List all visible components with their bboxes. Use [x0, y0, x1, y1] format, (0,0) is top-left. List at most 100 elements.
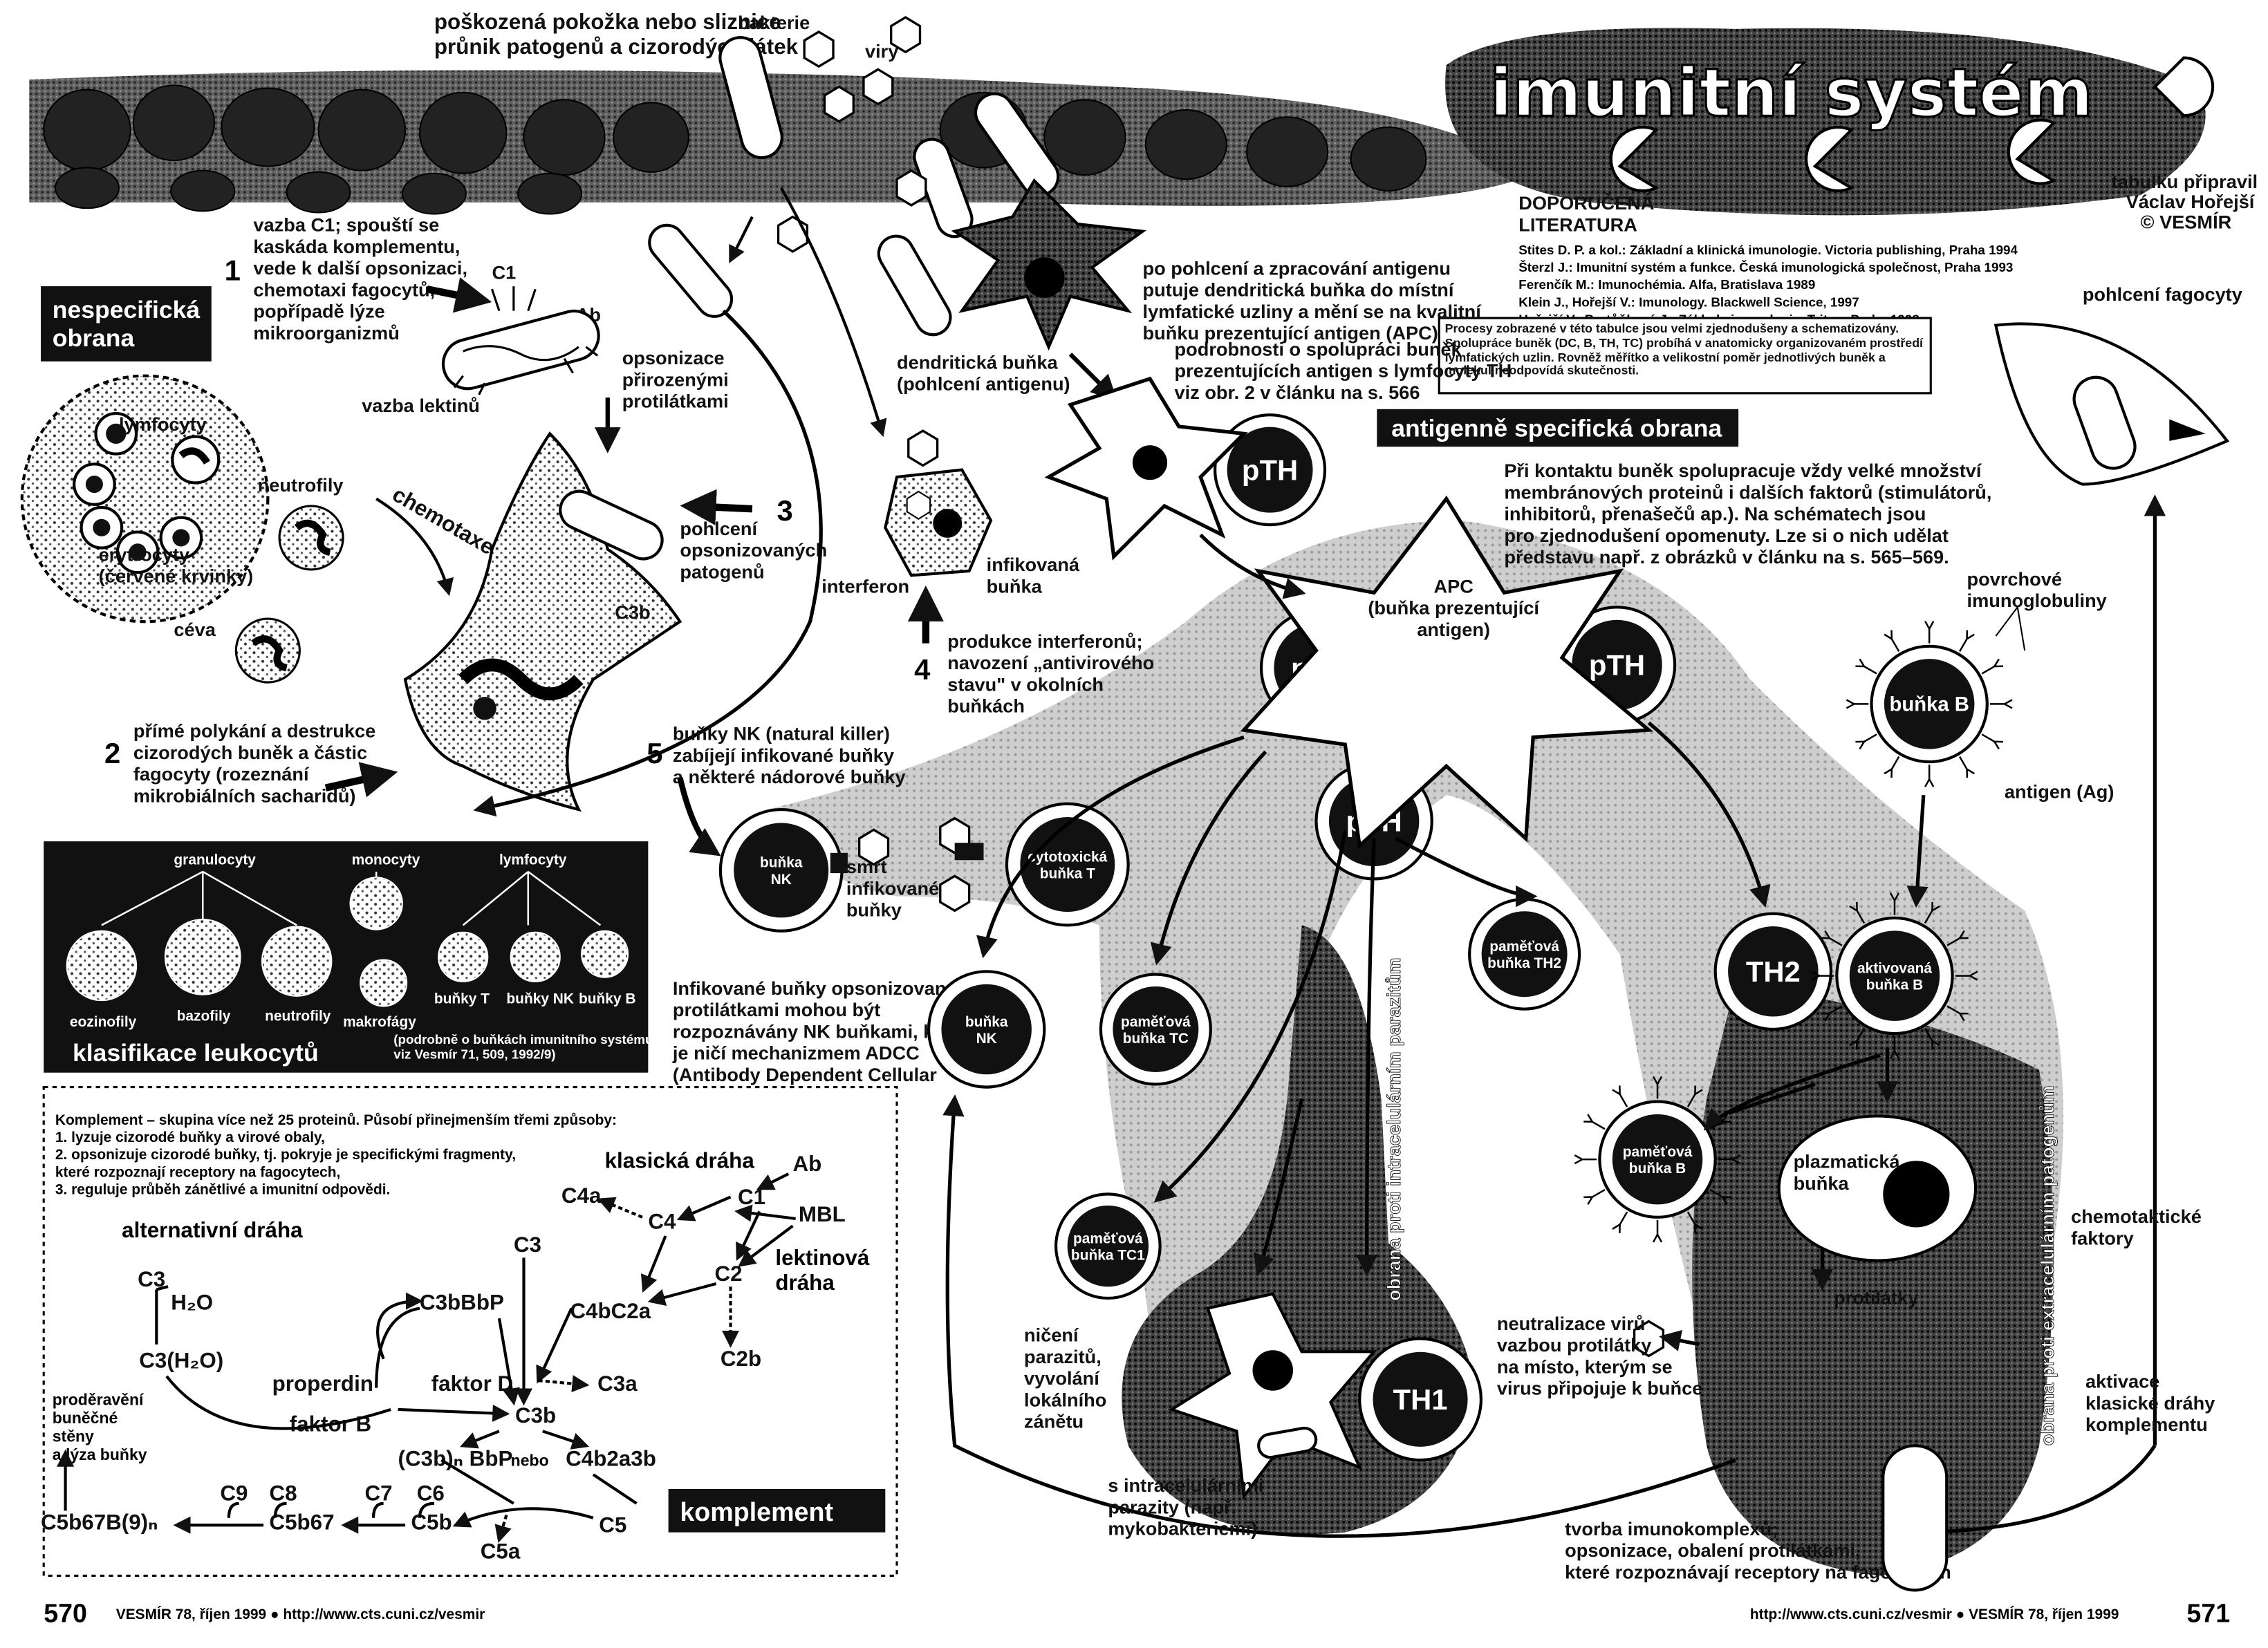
c4bc2a-node: C4bC2a: [570, 1299, 651, 1323]
complement-arrows: [57, 1172, 796, 1543]
erythrocytes-label: erytrocyty(červené krvinky): [99, 543, 254, 586]
dendritic-label: dendritická buňka(pohlcení antigenu): [897, 351, 1070, 394]
complement-description: Komplement – skupina více než 25 protein…: [55, 1112, 617, 1197]
c5a-node: C5a: [481, 1539, 521, 1563]
antibody-mark: [1709, 1114, 1731, 1130]
c2b-node: C2b: [721, 1347, 761, 1371]
bacteria-label: bakterie: [738, 12, 810, 33]
cell-th2: TH2: [1713, 912, 1833, 1031]
antigen-label: antigen (Ag): [2005, 780, 2114, 802]
right-page-number: 571: [2186, 1598, 2230, 1627]
credits-line3: © VESMÍR: [2140, 211, 2231, 232]
step5-arrow: [677, 777, 721, 856]
properdin-node: properdin: [272, 1371, 373, 1396]
cell-pth-top-label: pTH: [1242, 453, 1298, 486]
lymphocytes-label: lymfocyty: [119, 413, 207, 435]
ab-node: Ab: [792, 1152, 821, 1176]
c3-node: C3: [514, 1233, 541, 1257]
step-number: 4: [914, 653, 931, 686]
antibody-mark: [1981, 733, 2003, 750]
left-footer-text: VESMÍR 78, říjen 1999 ● http://www.cts.c…: [116, 1607, 485, 1622]
antibody-mark: [1924, 621, 1935, 644]
c5-node: C5: [599, 1513, 626, 1537]
complement-banner: [668, 1488, 886, 1533]
bacterium-icon: [1881, 1444, 1949, 1592]
arrow: [729, 216, 754, 263]
c2-node: C2: [715, 1262, 743, 1286]
antibody-icon: [453, 286, 599, 395]
c8-node: C8: [269, 1481, 297, 1506]
pathogen-to-phagocyte-arrow: [473, 309, 823, 817]
step5-text: buňky NK (natural killer)zabíjejí infiko…: [673, 723, 906, 788]
antibody-mark: [1849, 1028, 1866, 1050]
antibody-mark: [1946, 1005, 1969, 1022]
step3-arrow: [680, 489, 753, 525]
left-page-number: 570: [44, 1598, 87, 1627]
antibody-group: [1574, 621, 2013, 1243]
antibody-mark: [1718, 1154, 1741, 1165]
lymphocytes-label: lymfocyty: [499, 852, 567, 868]
antibody-mark: [1612, 1211, 1628, 1233]
antibody-mark: [1889, 892, 1900, 915]
cell-pth-right-label: pTH: [1589, 649, 1645, 682]
c6-node: C6: [417, 1481, 445, 1506]
leukocyte-panel: granulocyty monocyty lymfocyty eozinofil…: [44, 841, 653, 1073]
antibody-mark: [1652, 1076, 1663, 1099]
complement-desc-line: 2. opsonizuje cizorodé buňky, tj. pokryj…: [55, 1147, 516, 1163]
apc-cell-small: [1044, 376, 1248, 561]
nk-cell-label: buňky NK: [506, 991, 574, 1006]
infected-cell: [884, 468, 993, 577]
antibody-mark: [1924, 765, 1935, 787]
pathway-arrows: [942, 494, 2166, 1538]
antibodies-label: protilátky: [1834, 1286, 1918, 1308]
c5b67-node: C5b67: [269, 1510, 334, 1535]
c3h2o-node: C3(H₂O): [139, 1348, 223, 1372]
step4-text: produkce interferonů;navození „antivirov…: [947, 630, 1154, 717]
bacterium-icon: [648, 36, 1060, 337]
antibody-mark: [1583, 1114, 1606, 1130]
plasma-cell: [1777, 1114, 1978, 1262]
classical-heading: klasická dráha: [605, 1149, 755, 1173]
c4b2a3b-node: C4b2a3b: [566, 1447, 656, 1471]
c3b-label: C3b: [615, 601, 650, 623]
opsonized-bacterium: [441, 309, 600, 391]
contact-text: Při kontaktu buněk spolupracuje vždy vel…: [1504, 460, 1991, 568]
antibody-mark: [1709, 1188, 1731, 1205]
antibody-mark: [1924, 901, 1940, 924]
c5b67b9-node: C5b67B(9)ₙ: [41, 1510, 158, 1535]
step1-arrow: [426, 277, 492, 313]
cell-th1: TH1: [1358, 1337, 1482, 1462]
phagocyte-right: [1993, 322, 2230, 486]
synapse-bar: [954, 843, 984, 861]
note-box: [1438, 317, 1932, 395]
literature-list: Stites D. P. a kol.: Základní a klinická…: [1518, 243, 2018, 326]
chemotaxis-arrow: [375, 497, 454, 597]
factor-d-node: faktor D: [431, 1371, 514, 1396]
apc-cell: [1240, 495, 1654, 850]
dendritic-cell: [951, 178, 1147, 351]
